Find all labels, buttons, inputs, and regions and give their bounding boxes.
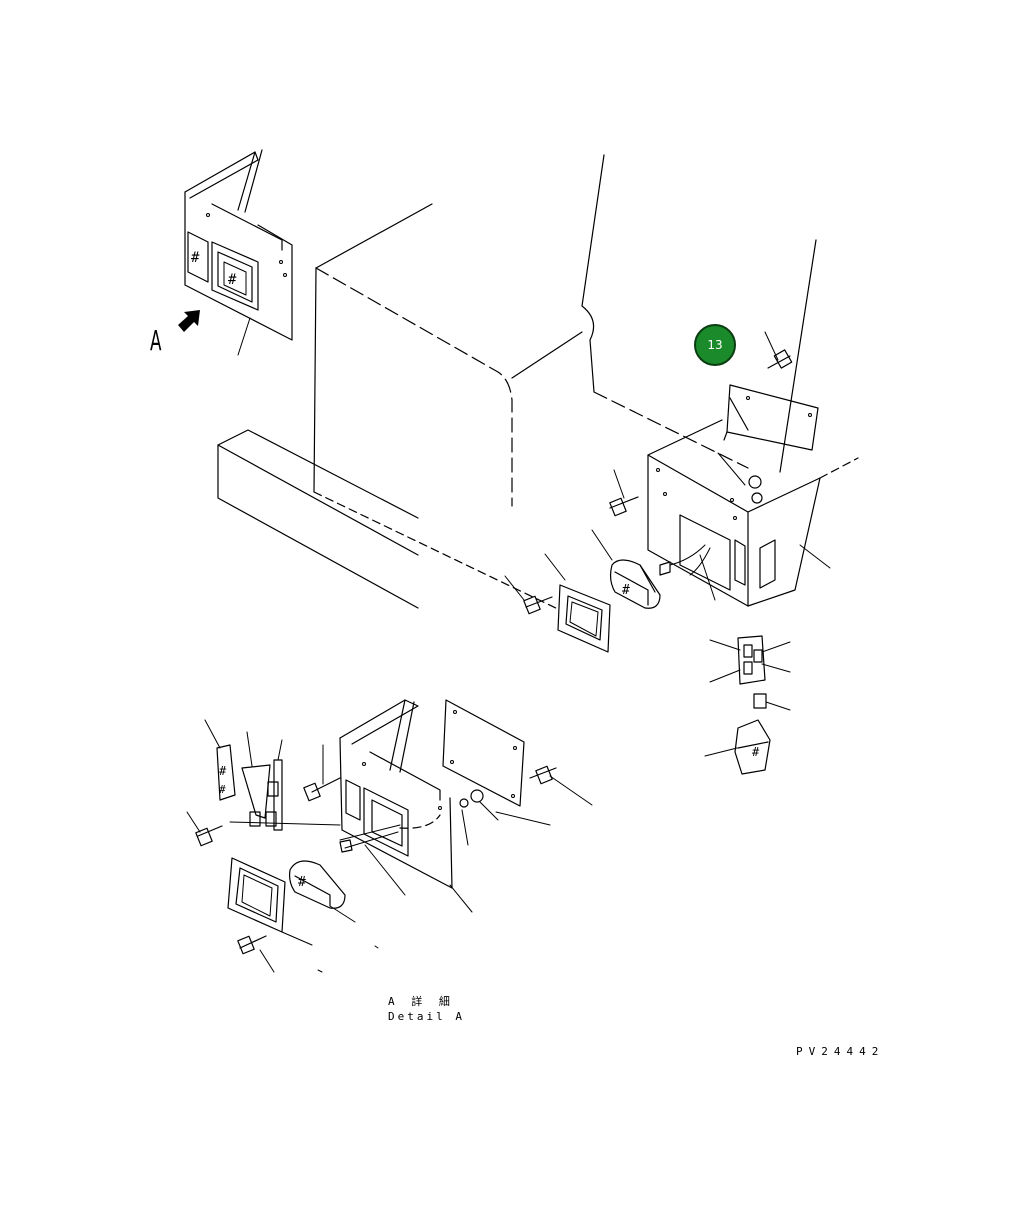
callout-balloon-13[interactable]: 13 [694, 324, 736, 366]
right-cover-plate [717, 331, 819, 504]
callout-number: 13 [707, 338, 723, 352]
panel-glyph-upper-left-a: # [191, 250, 200, 266]
detail-caption-japanese: A 詳 細 [388, 995, 455, 1008]
panel-glyph-right-small-lamp: # [752, 745, 760, 759]
right-small-lamp [704, 719, 771, 775]
drawing-number: PV24442 [796, 1045, 885, 1058]
panel-glyph-detail-a-left-a: # [219, 764, 227, 778]
bracket-bolt [609, 469, 639, 517]
right-headlight [591, 529, 661, 609]
panel-glyph-detail-a-left-b: # [219, 783, 226, 796]
panel-glyph-upper-left-b: # [228, 272, 237, 288]
detail-caption-english: Detail A [388, 1010, 465, 1023]
panel-glyph-right-headlight: # [622, 583, 630, 598]
view-direction-arrow-icon [178, 310, 200, 332]
view-marker-letter: A [150, 324, 162, 357]
panel-glyph-detail-a-headlight: # [298, 875, 306, 890]
upper-left-panel-assembly [184, 149, 293, 356]
right-light-frame [504, 553, 611, 653]
right-bracket-box [647, 419, 859, 607]
right-mount-plate [709, 635, 791, 711]
detail-a-assembly [186, 699, 593, 973]
machine-body [217, 154, 817, 611]
